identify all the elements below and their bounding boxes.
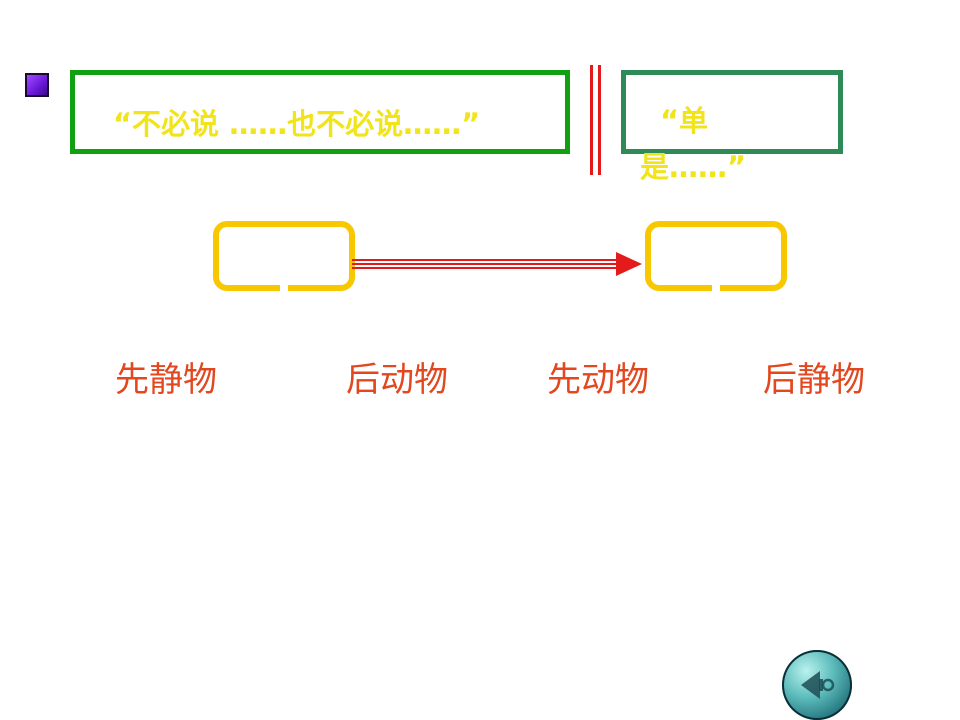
- divider-line-right: [598, 65, 601, 175]
- label-animal-after: 后动物: [346, 360, 448, 400]
- bracket-left-gap: [280, 281, 288, 291]
- quote-left-text: “不必说 ……也不必说……”: [113, 107, 481, 141]
- back-arrow-icon: [801, 671, 835, 699]
- bracket-right-gap: [712, 281, 720, 291]
- label-animal-first: 先动物: [547, 360, 649, 400]
- bracket-left: [213, 221, 355, 291]
- bracket-right: [645, 221, 787, 291]
- back-button[interactable]: [782, 650, 852, 720]
- label-still-after: 后静物: [763, 360, 865, 400]
- quote-box-left: “不必说 ……也不必说……”: [70, 70, 570, 154]
- square-bullet-icon: [25, 73, 49, 97]
- quote-box-right: [621, 70, 843, 154]
- label-still-first: 先静物: [115, 360, 217, 400]
- quote-right-text: “单是……”: [640, 104, 747, 184]
- right-arrow-icon: [352, 252, 642, 276]
- divider-line-left: [590, 65, 593, 175]
